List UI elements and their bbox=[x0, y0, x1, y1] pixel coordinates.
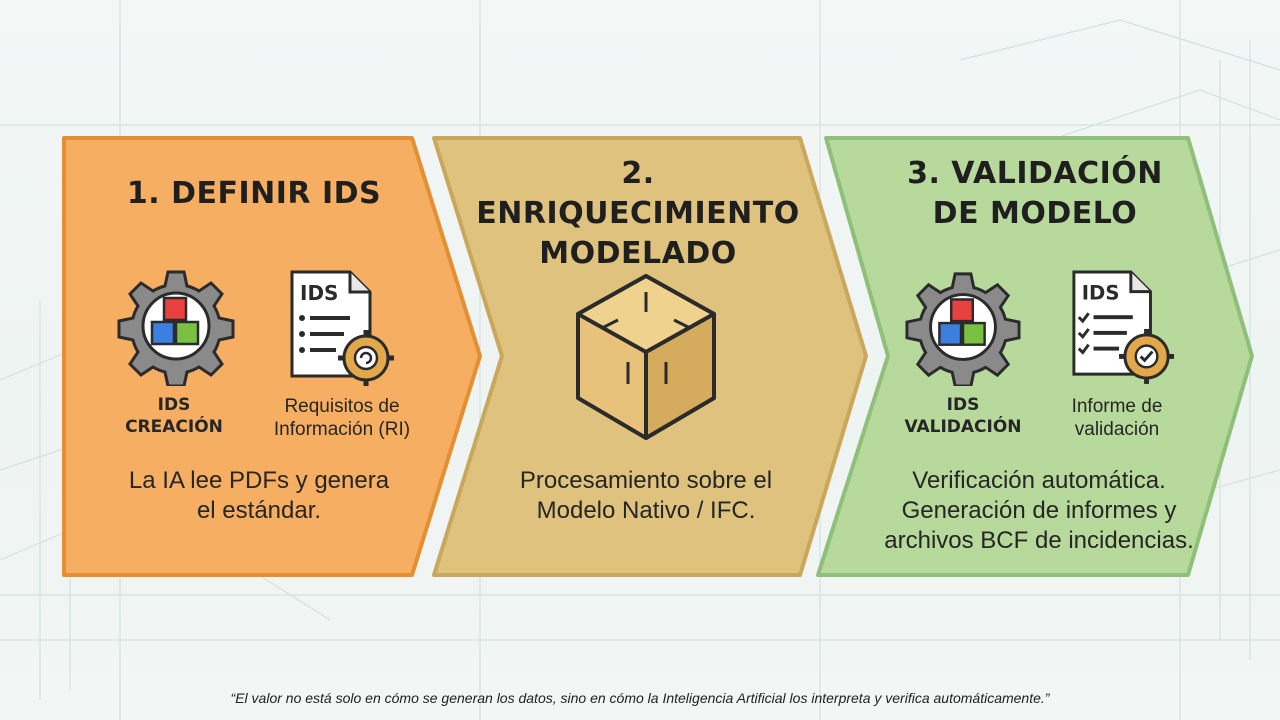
stage-1-description: La IA lee PDFs y genera el estándar. bbox=[128, 467, 390, 524]
ids-document-check-icon: IDS bbox=[1072, 270, 1175, 384]
stage-2-description: Procesamiento sobre el Modelo Nativo / I… bbox=[519, 467, 773, 524]
stage-1-title-line: 1. DEFINIR IDS bbox=[126, 176, 382, 211]
stage-3-arrow bbox=[816, 136, 1254, 577]
footer-quote: “El valor no está solo en cómo se genera… bbox=[230, 690, 1050, 706]
doc-label: IDS bbox=[1082, 282, 1120, 305]
stage-3-description: Verificación automática. Generación de i… bbox=[884, 467, 1194, 554]
stage-1-arrow bbox=[62, 136, 482, 577]
gear-blocks-icon bbox=[117, 270, 235, 386]
stage-2: 2. ENRIQUECIMIENTO MODELADO Procesamient… bbox=[468, 0, 808, 720]
stage-1: 1. DEFINIR IDS IDS IDS CREACIÓN Requisit bbox=[64, 0, 444, 720]
stage-1-right-caption: Requisitos de Información (RI) bbox=[273, 396, 411, 440]
cube-wireframe-icon bbox=[576, 274, 716, 440]
stage-2-title: 2. ENRIQUECIMIENTO MODELADO bbox=[476, 156, 800, 271]
doc-label: IDS bbox=[300, 281, 338, 305]
stage-3-left-caption: IDS VALIDACIÓN bbox=[904, 395, 1022, 437]
stage-3-right-caption: Informe de validación bbox=[1071, 396, 1163, 440]
gear-blocks-icon bbox=[905, 272, 1021, 386]
stage-3-title: 3. VALIDACIÓN DE MODELO bbox=[907, 156, 1163, 231]
ids-document-gear-icon: IDS bbox=[290, 270, 394, 386]
stage-3: 3. VALIDACIÓN DE MODELO IDS bbox=[860, 0, 1230, 720]
stage-1-left-caption: IDS CREACIÓN bbox=[125, 395, 223, 437]
stage-1-title: 1. DEFINIR IDS bbox=[64, 174, 444, 214]
